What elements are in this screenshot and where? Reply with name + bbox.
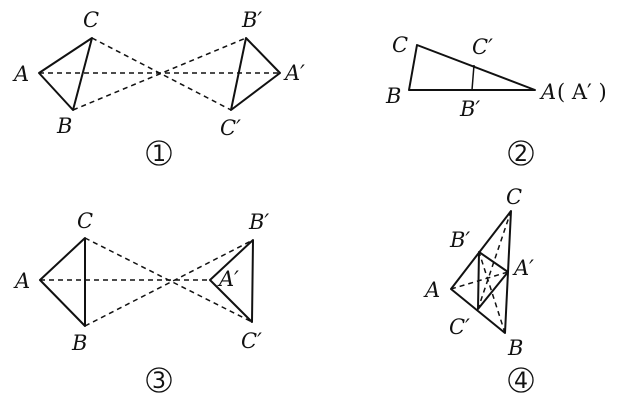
fig3-label-B: B <box>71 331 87 355</box>
fig3-triangle-A'B'C' <box>209 239 254 323</box>
fig2-label-B: B <box>385 84 401 108</box>
fig2-label-C-prime: C′ <box>472 35 493 59</box>
fig2-label-B-prime: B′ <box>459 97 480 121</box>
fig3-label-B-prime: B′ <box>248 210 269 234</box>
fig4-number: 4 <box>514 369 528 394</box>
figure-3: C A B B′ A′ C′ 3 <box>13 209 269 394</box>
fig2-segment-B'C' <box>471 64 475 91</box>
fig1-label-A-prime: A′ <box>283 61 305 85</box>
fig3-line-CC <box>84 237 253 323</box>
fig1-triangle-ABC <box>38 37 93 111</box>
fig4-number-circle <box>508 367 534 393</box>
fig2-number-circle <box>508 140 534 166</box>
fig1-line-CC <box>91 37 232 111</box>
fig3-label-A-prime: A′ <box>217 267 239 291</box>
fig4-label-C-prime: C′ <box>449 315 470 339</box>
fig3-triangle-ABC <box>39 237 86 327</box>
fig4-label-B-prime: B′ <box>449 228 470 252</box>
fig4-label-A: A <box>423 278 440 302</box>
fig3-label-C-prime: C′ <box>241 329 262 353</box>
fig1-label-A: A <box>12 62 29 86</box>
fig4-label-C: C <box>506 185 522 209</box>
fig1-triangle-A'B'C' <box>230 37 281 111</box>
fig4-line-AA <box>450 271 509 290</box>
fig3-number-circle <box>146 367 172 393</box>
fig1-number: 1 <box>152 142 166 167</box>
fig1-line-BB <box>72 37 247 111</box>
fig1-number-circle <box>146 140 172 166</box>
fig2-label-A: A <box>539 80 556 104</box>
fig1-label-C: C <box>83 8 99 32</box>
figure-2: C B C′ B′ A ( A′ ) 2 <box>385 33 607 167</box>
figure-4: C B′ A′ A C′ B 4 <box>423 185 534 394</box>
fig1-label-C-prime: C′ <box>220 116 241 140</box>
fig3-label-C: C <box>77 209 93 233</box>
fig3-number: 3 <box>152 369 166 394</box>
fig1-label-B: B <box>56 114 72 138</box>
fig2-number: 2 <box>514 142 528 167</box>
fig2-label-A-prime: ( A′ ) <box>557 80 607 104</box>
fig3-label-A: A <box>13 269 30 293</box>
fig4-label-A-prime: A′ <box>512 256 534 280</box>
fig2-label-C: C <box>392 33 408 57</box>
fig4-label-B: B <box>507 336 523 360</box>
figure-1: C A B B′ A′ C′ 1 <box>12 8 305 167</box>
fig1-label-B-prime: B′ <box>241 8 262 32</box>
fig3-line-BB <box>84 239 254 327</box>
